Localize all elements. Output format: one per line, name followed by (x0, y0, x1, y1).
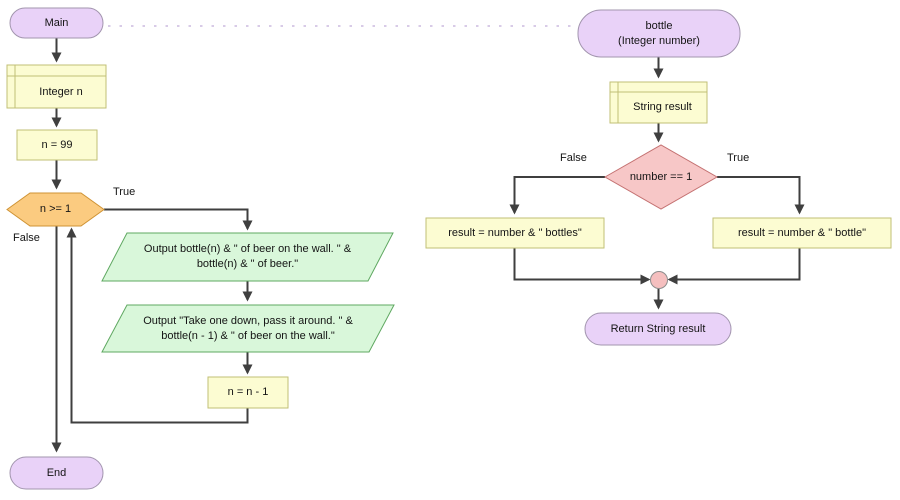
main-loop-condition-label: n >= 1 (39, 203, 72, 216)
bottle-return-label: Return String result (610, 322, 706, 335)
bottle-condition-label: number == 1 (629, 170, 693, 183)
main-output1-label: Output bottle(n) & " of beer on the wall… (143, 243, 352, 270)
main-end-label: End (46, 466, 67, 479)
node-main-loop-condition (6, 192, 105, 227)
bottle-false-branch-label: result = number & " bottles" (448, 226, 582, 239)
edge-false-branch-to-merge (513, 248, 651, 285)
main-declare-label: Integer n (39, 85, 83, 98)
node-main-output2 (101, 304, 395, 353)
node-main-init (16, 129, 98, 161)
bottle-start-label: bottle (Integer number) (618, 19, 700, 47)
node-bottle-declare (609, 81, 708, 124)
node-main-output1 (101, 232, 394, 282)
main-init-label: n = 99 (41, 138, 73, 151)
node-bottle-return (584, 312, 732, 346)
node-bottle-true-branch (712, 217, 892, 249)
node-bottle-merge-dot (650, 271, 668, 289)
node-main-end (9, 456, 104, 490)
edge-loopback (66, 227, 249, 424)
bottle-true-branch-label: result = number & " bottle" (738, 226, 866, 239)
main-output2-label: Output "Take one down, pass it around. "… (143, 314, 353, 342)
node-bottle-start (577, 9, 741, 58)
declare-inner-lines (7, 65, 106, 108)
edge-loop-true-to-output1 (104, 208, 253, 231)
bottle-true-label: True (727, 152, 750, 164)
main-true-label: True (113, 186, 136, 198)
main-false-label: False (13, 232, 40, 244)
edge-condition-true (717, 176, 805, 215)
edge-condition-false (509, 176, 605, 215)
main-start-label: Main (44, 16, 69, 29)
node-main-start (9, 7, 104, 39)
node-main-declare (6, 64, 107, 109)
node-bottle-condition (603, 144, 719, 210)
edge-true-branch-to-merge (667, 248, 801, 285)
node-bottle-false-branch (425, 217, 605, 249)
declare-inner-lines (610, 82, 707, 123)
node-main-decrement (207, 376, 289, 409)
main-decrement-label: n = n - 1 (227, 386, 269, 399)
bottle-false-label: False (560, 152, 587, 164)
bottle-declare-label: String result (633, 101, 692, 114)
